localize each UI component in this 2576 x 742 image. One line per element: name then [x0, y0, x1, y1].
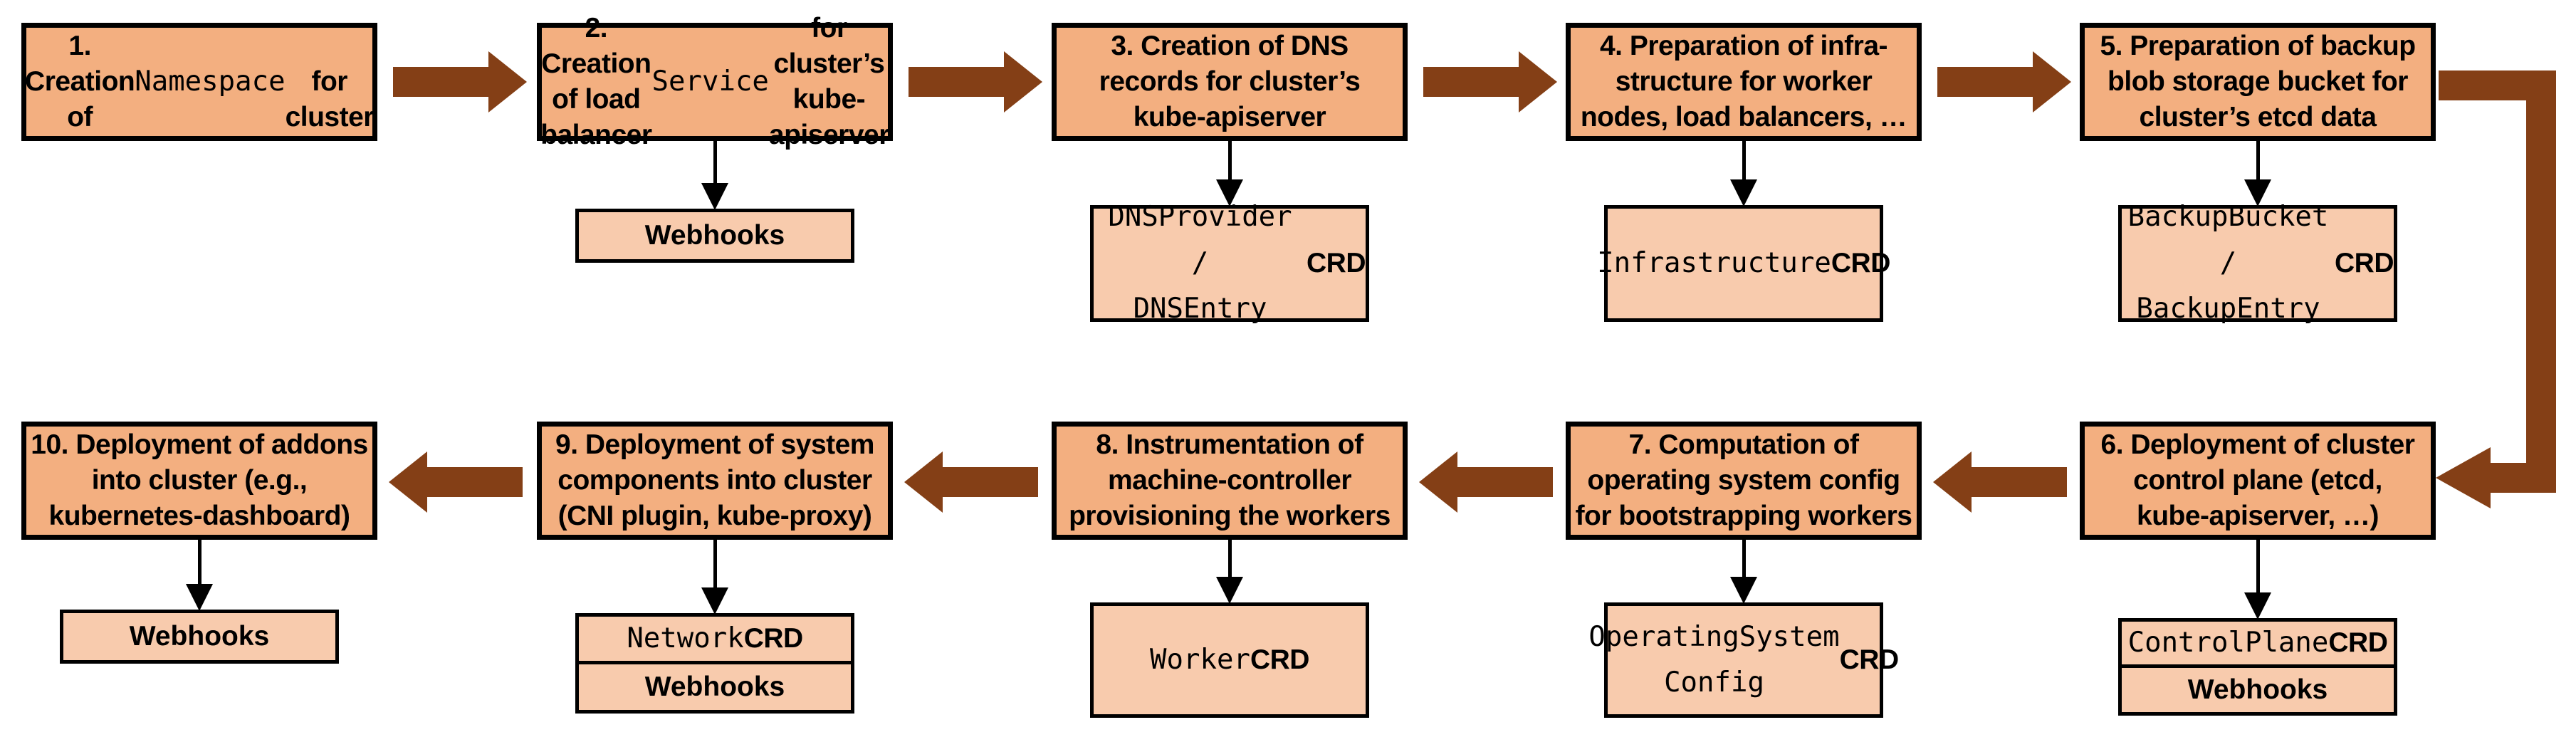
text-segment: Webhooks [129, 620, 270, 652]
step-9-box: 9. Deployment of system components into … [537, 422, 893, 540]
step-6-box: 6. Deployment of cluster control plane (… [2080, 422, 2436, 540]
text-segment: DNSProvider / DNSEntry [1108, 201, 1292, 325]
step-5-box: 5. Preparation of backup blob storage bu… [2080, 23, 2436, 141]
text-segment: Webhooks [644, 219, 785, 251]
step-3-crd-box: DNSProvider / DNSEntry CRD [1090, 201, 1369, 325]
text-segment: Webhooks [2187, 674, 2328, 705]
text-segment: CRD [1250, 644, 1310, 675]
text-segment: 1. Creation of [25, 31, 135, 132]
step-9-webhooks-box: Webhooks [575, 661, 854, 714]
text-segment: 5. Preparation of backup blob storage bu… [2100, 31, 2416, 132]
step-6-webhooks-box: Webhooks [2118, 664, 2397, 716]
text-segment: BackupBucket / BackupEntry [2127, 201, 2329, 325]
text-segment: 7. Computation of operating system confi… [1575, 429, 1912, 531]
step-3-box: 3. Creation of DNS records for cluster’s… [1052, 23, 1408, 141]
text-segment: Webhooks [644, 671, 785, 702]
step-5-crd-box: BackupBucket / BackupEntry CRD [2118, 201, 2397, 325]
text-segment: CRD [1307, 247, 1366, 278]
step-4-box: 4. Preparation of infra- structure for w… [1566, 23, 1922, 141]
text-segment: 6. Deployment of cluster control plane (… [2100, 429, 2415, 531]
text-segment: CRD [2328, 627, 2388, 658]
text-segment: 8. Instrumentation of machine-controller… [1069, 429, 1391, 531]
step-6-crd-box: ControlPlane CRD [2118, 618, 2397, 668]
text-segment: 9. Deployment of system components into … [555, 429, 874, 531]
text-segment: ControlPlane [2127, 626, 2329, 659]
step-2-webhooks-box: Webhooks [575, 209, 854, 263]
text-segment: CRD [2335, 247, 2394, 278]
text-segment: for cluster’s kube-apiserver [768, 13, 889, 150]
step-10-box: 10. Deployment of addons into cluster (e… [21, 422, 377, 540]
text-segment: 10. Deployment of addons into cluster (e… [31, 429, 368, 531]
text-segment: CRD [1839, 644, 1900, 675]
text-segment: 2. Creation of load balancer [540, 13, 652, 150]
text-segment: CRD [1831, 247, 1891, 278]
step-2-box: 2. Creation of load balancer Service for… [537, 13, 893, 150]
text-segment: Infrastructure [1597, 246, 1831, 279]
text-segment: 4. Preparation of infra- structure for w… [1580, 31, 1907, 132]
step-9-crd-box: Network CRD [575, 613, 854, 664]
step-7-crd-box: OperatingSystem Config CRD [1588, 602, 1899, 718]
text-segment: 3. Creation of DNS records for cluster’s… [1099, 31, 1361, 132]
step-7-box: 7. Computation of operating system confi… [1566, 422, 1922, 540]
step-4-crd-box: Infrastructure CRD [1597, 205, 1890, 322]
text-segment: CRD [743, 622, 804, 654]
step-8-box: 8. Instrumentation of machine-controller… [1052, 422, 1408, 540]
step-8-crd-box: Worker CRD [1090, 602, 1369, 718]
text-segment: Namespace [135, 66, 286, 98]
text-segment: Network [627, 622, 744, 654]
text-segment: for cluster [285, 66, 375, 132]
text-segment: Worker [1150, 643, 1250, 676]
text-segment: OperatingSystem Config [1588, 620, 1840, 699]
text-segment: Service [651, 66, 769, 98]
step-1-box: 1. Creation of Namespace for cluster [21, 23, 377, 141]
step-10-webhooks-box: Webhooks [60, 610, 339, 664]
